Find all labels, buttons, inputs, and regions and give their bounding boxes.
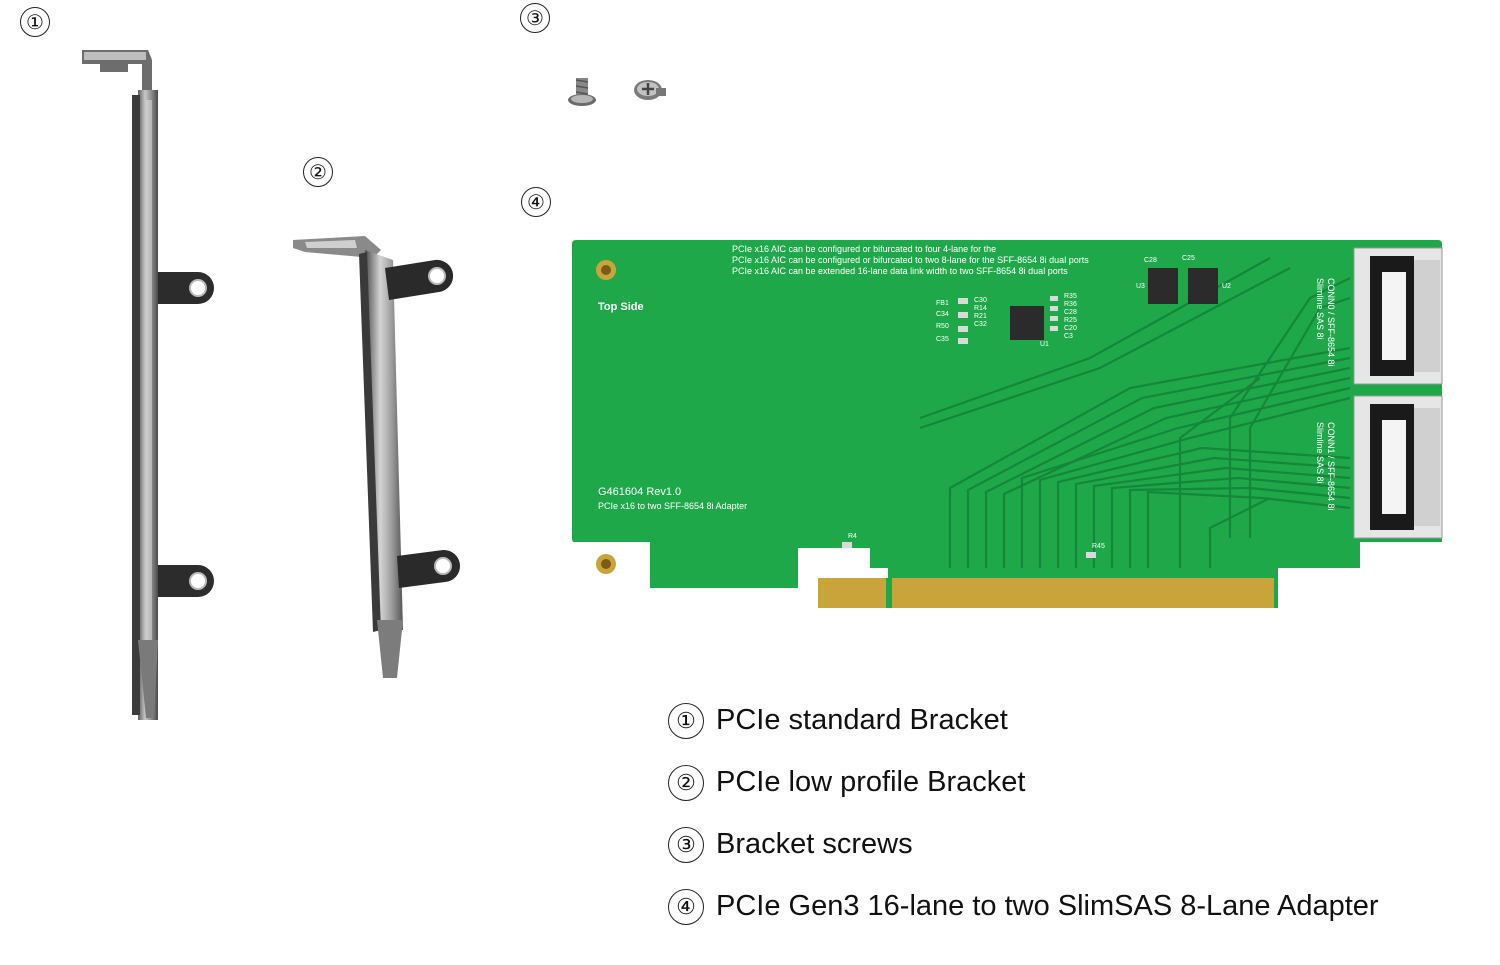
svg-text:C34: C34 bbox=[936, 311, 949, 318]
marker-4: ④ bbox=[521, 187, 551, 217]
legend-label: PCIe low profile Bracket bbox=[716, 766, 1026, 798]
marker-2: ② bbox=[303, 157, 333, 187]
svg-text:R21: R21 bbox=[974, 313, 987, 320]
legend-item-2: ② PCIe low profile Bracket bbox=[668, 762, 1488, 802]
svg-text:C28: C28 bbox=[1144, 257, 1157, 264]
svg-text:C32: C32 bbox=[974, 321, 987, 328]
marker-1: ① bbox=[20, 7, 50, 37]
svg-text:C20: C20 bbox=[1064, 325, 1077, 332]
svg-text:U2: U2 bbox=[1222, 283, 1231, 290]
pcb-note-2: PCIe x16 AIC can be configured or bifurc… bbox=[732, 255, 1089, 265]
legend-number: ① bbox=[668, 703, 704, 739]
gold-fingers bbox=[818, 578, 1274, 608]
svg-text:R4: R4 bbox=[848, 533, 857, 540]
pcb-side-label: Top Side bbox=[598, 301, 644, 313]
pcb-model: G461604 Rev1.0 bbox=[598, 486, 681, 498]
pcie-adapter-board: PCIe x16 AIC can be configured or bifurc… bbox=[572, 240, 1443, 608]
legend-label: Bracket screws bbox=[716, 828, 913, 860]
marker-3: ③ bbox=[520, 3, 550, 33]
legend-number: ③ bbox=[668, 827, 704, 863]
pcb-note-3: PCIe x16 AIC can be extended 16-lane dat… bbox=[732, 266, 1068, 276]
svg-text:R25: R25 bbox=[1064, 317, 1077, 324]
ic-u2 bbox=[1188, 268, 1218, 304]
svg-text:C25: C25 bbox=[1182, 255, 1195, 262]
svg-text:FB1: FB1 bbox=[936, 300, 949, 307]
svg-text:CONN1 / SFF-8654 8i: CONN1 / SFF-8654 8i bbox=[1326, 422, 1336, 511]
legend-label: PCIe Gen3 16-lane to two SlimSAS 8-Lane … bbox=[716, 890, 1379, 922]
standard-bracket bbox=[82, 50, 214, 720]
svg-text:C35: C35 bbox=[936, 336, 949, 343]
legend-item-4: ④ PCIe Gen3 16-lane to two SlimSAS 8-Lan… bbox=[668, 886, 1488, 926]
legend-label: PCIe standard Bracket bbox=[716, 704, 1008, 736]
conn1-labels: CONN1 / SFF-8654 8i Slimline SAS 8i bbox=[1315, 422, 1336, 511]
conn0-labels: CONN0 / SFF-8654 8i Slimline SAS 8i bbox=[1315, 278, 1336, 367]
pcb-description: PCIe x16 to two SFF-8654 8i Adapter bbox=[598, 501, 747, 511]
legend-item-3: ③ Bracket screws bbox=[668, 824, 1488, 864]
svg-text:R14: R14 bbox=[974, 305, 987, 312]
pcb-note-1: PCIe x16 AIC can be configured or bifurc… bbox=[732, 244, 996, 254]
svg-text:R45: R45 bbox=[1092, 543, 1105, 550]
svg-text:C30: C30 bbox=[974, 297, 987, 304]
svg-text:U1: U1 bbox=[1040, 341, 1049, 348]
bracket-screws bbox=[568, 78, 666, 106]
svg-text:C3: C3 bbox=[1064, 333, 1073, 340]
svg-text:Slimline SAS 8i: Slimline SAS 8i bbox=[1315, 278, 1325, 340]
svg-text:Slimline SAS 8i: Slimline SAS 8i bbox=[1315, 422, 1325, 484]
legend-number: ④ bbox=[668, 889, 704, 925]
svg-text:R50: R50 bbox=[936, 323, 949, 330]
legend-item-1: ① PCIe standard Bracket bbox=[668, 700, 1488, 740]
svg-text:R35: R35 bbox=[1064, 293, 1077, 300]
low-profile-bracket bbox=[293, 236, 461, 678]
conn0-slimsas bbox=[1353, 247, 1443, 385]
svg-text:R36: R36 bbox=[1064, 301, 1077, 308]
screw-2 bbox=[634, 80, 666, 100]
svg-text:C28: C28 bbox=[1064, 309, 1077, 316]
legend-number: ② bbox=[668, 765, 704, 801]
screw-1 bbox=[568, 78, 596, 106]
ic-u1 bbox=[1010, 306, 1044, 340]
ic-u3 bbox=[1148, 268, 1178, 304]
svg-text:U3: U3 bbox=[1136, 283, 1145, 290]
conn1-slimsas bbox=[1353, 395, 1443, 539]
svg-text:CONN0 / SFF-8654 8i: CONN0 / SFF-8654 8i bbox=[1326, 278, 1336, 367]
